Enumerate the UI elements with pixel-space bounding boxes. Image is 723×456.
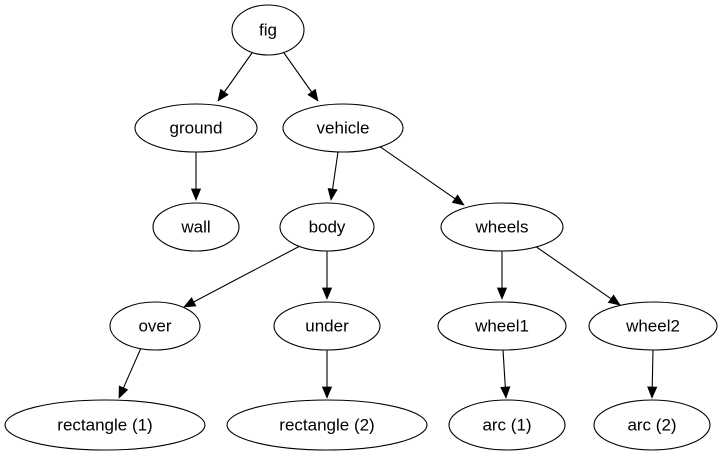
arrowhead-icon: [607, 294, 621, 306]
node-arc1[interactable]: arc (1): [448, 399, 566, 451]
arrowhead-icon: [118, 385, 129, 399]
arrowhead-icon: [496, 287, 508, 300]
node-rectangle1[interactable]: rectangle (1): [4, 399, 206, 451]
node-ellipse-fig[interactable]: [231, 4, 305, 56]
edge-line: [122, 347, 142, 390]
edge-vehicle-to-body: [327, 151, 339, 201]
arrowhead-icon: [321, 386, 333, 399]
edge-wheel1-to-arc1: [500, 349, 511, 399]
arrowhead-icon: [190, 188, 202, 201]
node-ellipse-under[interactable]: [273, 301, 381, 351]
node-ellipse-body[interactable]: [279, 202, 375, 252]
edge-body-to-over: [183, 245, 301, 308]
node-ellipse-ground[interactable]: [134, 103, 258, 153]
edge-fig-to-ground: [217, 52, 253, 102]
arrowhead-icon: [451, 194, 465, 206]
arrowhead-icon: [217, 88, 229, 102]
edge-line: [651, 349, 654, 389]
node-arc2[interactable]: arc (2): [593, 399, 711, 451]
node-ground[interactable]: ground: [134, 103, 258, 153]
node-ellipse-wheel1[interactable]: [437, 301, 567, 351]
arrowhead-icon: [647, 386, 658, 399]
arrowhead-icon: [327, 188, 338, 201]
arrowhead-icon: [307, 88, 319, 102]
edge-line: [534, 245, 613, 301]
node-rectangle2[interactable]: rectangle (2): [226, 399, 428, 451]
edge-under-to-rectangle2: [321, 350, 333, 399]
node-over[interactable]: over: [109, 301, 201, 351]
node-ellipse-arc1[interactable]: [448, 399, 566, 451]
node-wheel1[interactable]: wheel1: [437, 301, 567, 351]
edge-line: [192, 245, 301, 304]
edge-line: [378, 145, 457, 201]
edge-line: [223, 52, 253, 94]
nodes-layer: fig ground vehicle wall body wheels over under w…: [4, 4, 718, 451]
arrowhead-icon: [321, 287, 333, 300]
edge-ground-to-wall: [190, 152, 202, 201]
node-wall[interactable]: wall: [152, 202, 240, 252]
node-fig[interactable]: fig: [231, 4, 305, 56]
node-ellipse-wheels[interactable]: [440, 202, 564, 252]
arrowhead-icon: [183, 297, 197, 308]
node-ellipse-wall[interactable]: [152, 202, 240, 252]
node-ellipse-wheel2[interactable]: [588, 301, 718, 351]
node-body[interactable]: body: [279, 202, 375, 252]
node-ellipse-arc2[interactable]: [593, 399, 711, 451]
node-ellipse-vehicle[interactable]: [282, 103, 404, 153]
node-under[interactable]: under: [273, 301, 381, 351]
node-wheel2[interactable]: wheel2: [588, 301, 718, 351]
edge-wheels-to-wheel1: [496, 251, 508, 300]
node-ellipse-rectangle2[interactable]: [226, 399, 428, 451]
edge-over-to-rectangle1: [118, 347, 142, 399]
node-vehicle[interactable]: vehicle: [282, 103, 404, 153]
edge-vehicle-to-wheels: [378, 145, 465, 206]
node-ellipse-over[interactable]: [109, 301, 201, 351]
node-ellipse-rectangle1[interactable]: [4, 399, 206, 451]
arrowhead-icon: [500, 386, 511, 399]
edge-body-to-under: [321, 251, 333, 300]
edge-wheel2-to-arc2: [647, 349, 658, 399]
edge-line: [283, 52, 313, 94]
edges-layer: [118, 52, 658, 399]
node-wheels[interactable]: wheels: [440, 202, 564, 252]
edge-line: [331, 151, 339, 191]
edge-wheels-to-wheel2: [534, 245, 621, 306]
edge-line: [502, 349, 506, 389]
edge-fig-to-vehicle: [283, 52, 319, 102]
